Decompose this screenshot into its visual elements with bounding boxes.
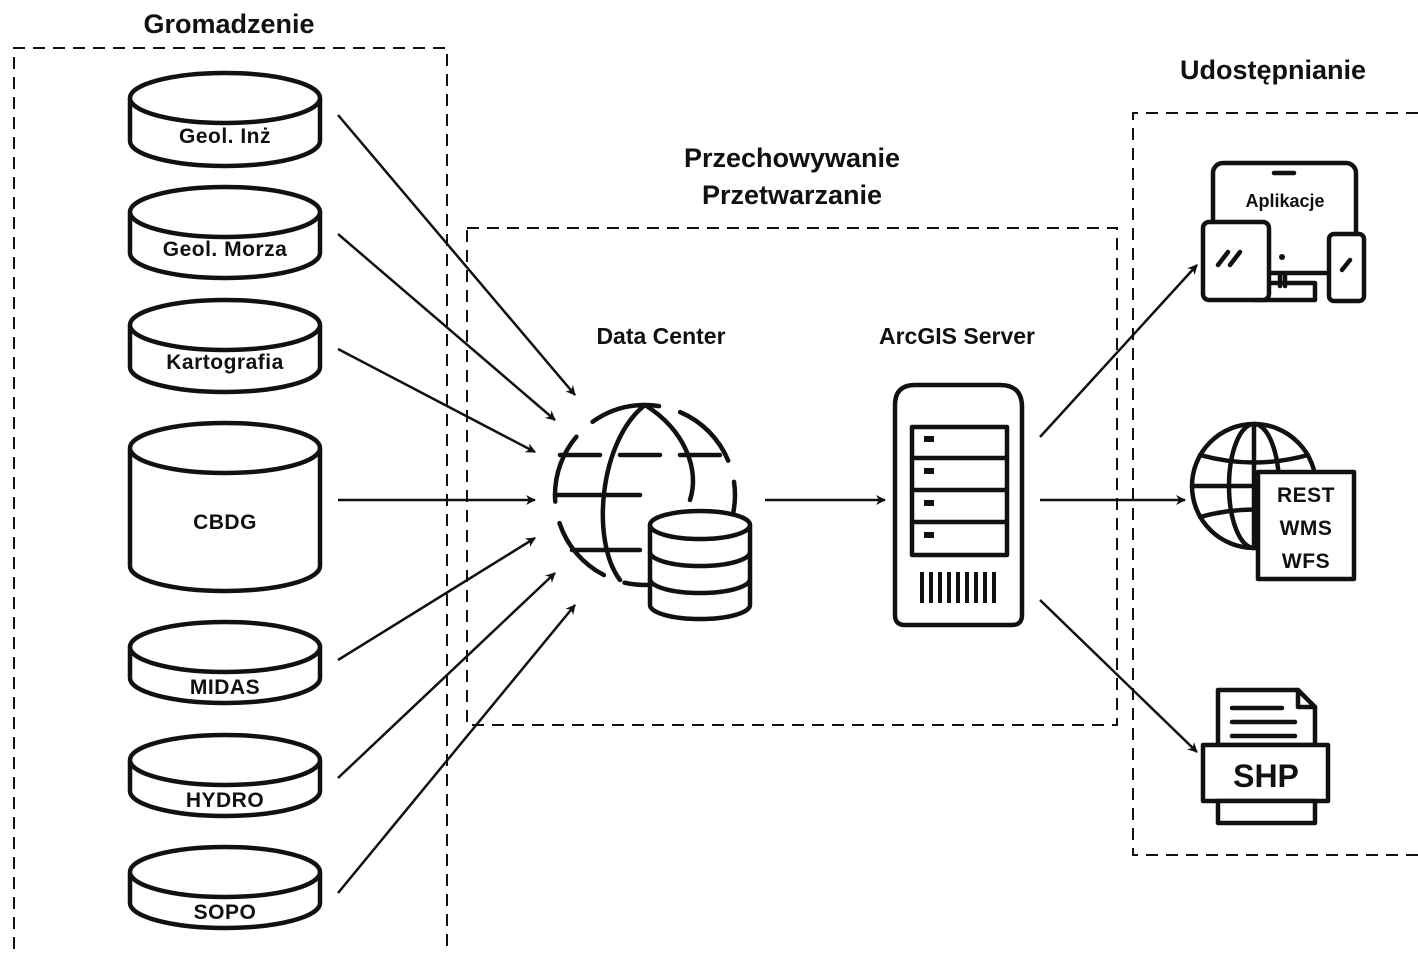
db-label-sopo: SOPO bbox=[194, 901, 257, 924]
devices-icon: Aplikacje bbox=[1200, 160, 1367, 304]
store-title-line2: Przetwarzanie bbox=[702, 180, 882, 210]
output-arrows bbox=[1039, 264, 1198, 753]
db-label-midas: MIDAS bbox=[190, 676, 260, 699]
service-wms: WMS bbox=[1280, 517, 1333, 540]
data-center-title: Data Center bbox=[596, 323, 725, 349]
db-midas: MIDAS bbox=[127, 619, 323, 706]
database-stack-icon bbox=[647, 508, 753, 622]
db-label-kartografia: Kartografia bbox=[166, 351, 284, 374]
db-kartografia: Kartografia bbox=[127, 297, 323, 395]
db-label-cbdg: CBDG bbox=[193, 511, 257, 534]
apps-label: Aplikacje bbox=[1245, 191, 1324, 211]
db-geol-inz: Geol. Inż bbox=[127, 70, 323, 169]
arcgis-server-title: ArcGIS Server bbox=[879, 323, 1035, 349]
db-cbdg: CBDG bbox=[127, 420, 323, 594]
db-label-geol-morza: Geol. Morza bbox=[163, 238, 288, 261]
ingest-arrows bbox=[337, 114, 576, 894]
shp-file-icon: SHP bbox=[1200, 687, 1331, 826]
service-wfs: WFS bbox=[1282, 550, 1330, 573]
collect-frame bbox=[13, 47, 448, 949]
db-label-geol-inz: Geol. Inż bbox=[179, 125, 271, 148]
shp-label: SHP bbox=[1233, 758, 1299, 794]
data-center-icon bbox=[552, 402, 753, 622]
store-title-line1: Przechowywanie bbox=[684, 143, 900, 173]
share-title: Udostępnianie bbox=[1180, 55, 1366, 85]
web-services-icon: REST WMS WFS bbox=[1189, 421, 1357, 582]
store-frame bbox=[466, 227, 1118, 726]
db-geol-morza: Geol. Morza bbox=[127, 184, 323, 281]
db-sopo: SOPO bbox=[127, 844, 323, 931]
db-label-hydro: HYDRO bbox=[186, 789, 264, 812]
share-frame bbox=[1132, 112, 1418, 856]
collect-title: Gromadzenie bbox=[143, 9, 314, 39]
server-vent bbox=[920, 572, 996, 603]
service-rest: REST bbox=[1277, 484, 1335, 507]
db-hydro: HYDRO bbox=[127, 732, 323, 819]
server-icon bbox=[892, 382, 1025, 628]
